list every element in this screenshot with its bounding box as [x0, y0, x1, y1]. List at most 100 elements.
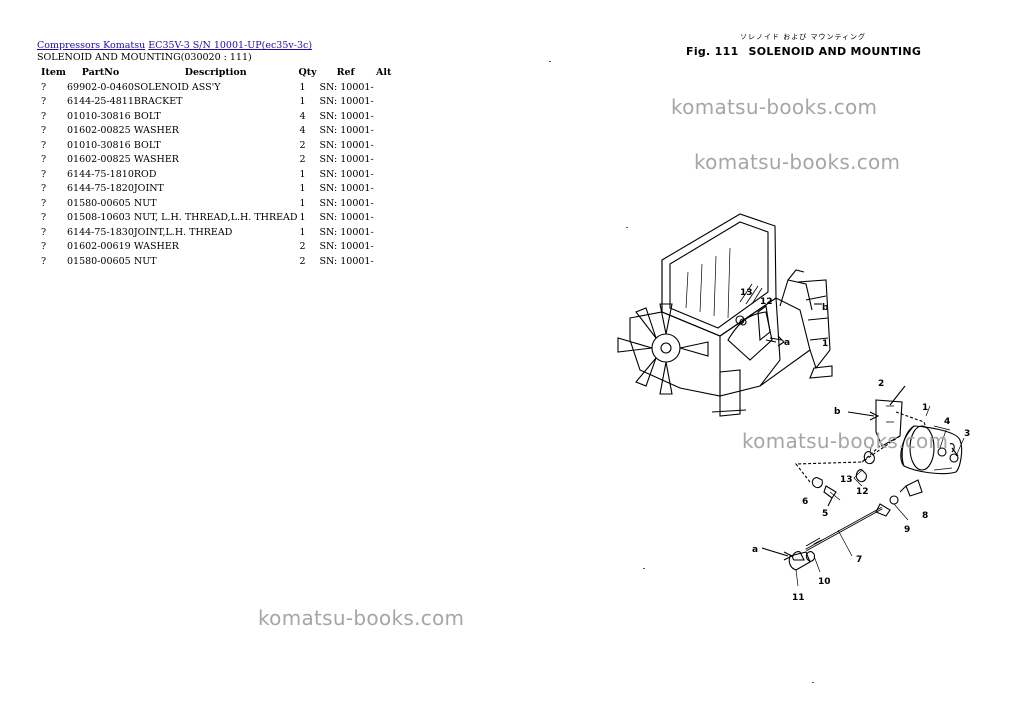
- cell-qty: 2: [299, 154, 306, 165]
- cell-alt: [374, 153, 394, 168]
- cell-qty: 1: [299, 96, 306, 107]
- cell-ref: SN: 10001-: [319, 212, 374, 223]
- cell-alt: [374, 211, 394, 226]
- callout-6: 6: [802, 497, 808, 507]
- cell-partno: 01010-30816: [67, 139, 131, 151]
- callout-8: 8: [922, 511, 928, 521]
- breadcrumb-link-model[interactable]: EC35V-3 S/N 10001-UP(ec35v-3c): [148, 40, 313, 51]
- cell-partno: 01602-00825: [67, 154, 131, 165]
- watermark-diagram: komatsu-books.com: [742, 429, 949, 453]
- callout-1: 1: [922, 403, 928, 413]
- cell-partno: 6144-75-1810: [67, 168, 134, 180]
- cell-partno: 6144-25-4811: [67, 96, 134, 107]
- cell-qty: 2: [299, 241, 306, 252]
- cell-partno: 6144-75-1820: [67, 183, 134, 194]
- cell-description: WASHER: [133, 125, 179, 136]
- cell-ref: SN: 10001-: [319, 226, 374, 238]
- col-header-description: Description: [184, 67, 247, 78]
- figure-number: Fig. 111: [686, 45, 739, 58]
- cell-ref: SN: 10001-: [319, 125, 374, 136]
- scan-speck: [812, 682, 814, 683]
- engine-illustration: [617, 213, 833, 417]
- cell-item: ?: [41, 255, 47, 267]
- cell-ref: SN: 10001-: [319, 197, 374, 209]
- cell-ref: SN: 10001-: [319, 110, 374, 122]
- callout-3: 3: [964, 429, 970, 439]
- cell-description: BOLT: [133, 139, 161, 151]
- cell-item: ?: [41, 197, 47, 209]
- callout-4: 4: [944, 417, 950, 427]
- cell-qty: 4: [299, 110, 306, 122]
- cell-qty: 1: [299, 226, 306, 238]
- cell-partno: 6144-75-1830: [67, 226, 134, 238]
- callout-a-engine: a: [784, 338, 790, 348]
- cell-item: ?: [41, 212, 47, 223]
- callout-9: 9: [904, 525, 910, 535]
- table-header-row: Item PartNo Description Qty Ref Alt: [37, 66, 394, 81]
- watermark-bottom: komatsu-books.com: [258, 606, 465, 630]
- callout-12: 12: [856, 487, 869, 497]
- cell-alt: [374, 182, 394, 197]
- scan-speck: [643, 568, 645, 569]
- callout-10: 10: [818, 577, 831, 587]
- cell-alt: [374, 81, 394, 96]
- col-header-alt: Alt: [376, 67, 392, 78]
- cell-partno: 01602-00825: [67, 125, 131, 136]
- cell-description: SOLENOID ASS'Y: [133, 81, 221, 93]
- solenoid-mounting-diagram: 13 12 a b 1: [617, 213, 970, 603]
- callout-12-engine: 12: [760, 297, 773, 307]
- cell-alt: [374, 226, 394, 241]
- callout-a: a: [752, 545, 758, 555]
- cell-description: WASHER: [133, 241, 179, 252]
- cell-qty: 4: [299, 125, 306, 136]
- cell-ref: SN: 10001-: [319, 81, 374, 93]
- cell-item: ?: [41, 183, 47, 194]
- cell-partno: 01602-00619: [67, 241, 131, 252]
- cell-description: WASHER: [133, 154, 179, 165]
- cell-alt: [374, 110, 394, 125]
- cell-description: ROD: [133, 168, 157, 180]
- callout-2: 2: [878, 379, 884, 389]
- cell-qty: 1: [299, 212, 306, 223]
- figure-name: SOLENOID AND MOUNTING: [748, 45, 922, 58]
- figure-title: Fig. 111 SOLENOID AND MOUNTING: [686, 45, 921, 58]
- cell-item: ?: [41, 168, 47, 180]
- cell-item: ?: [41, 110, 47, 122]
- cell-description: BOLT: [133, 110, 161, 122]
- cell-description: BRACKET: [133, 96, 183, 107]
- cell-alt: [374, 197, 394, 212]
- cell-qty: 1: [299, 197, 306, 209]
- scan-speck: [549, 61, 551, 62]
- cell-item: ?: [41, 226, 47, 238]
- cell-qty: 2: [299, 255, 306, 267]
- cell-alt: [374, 240, 394, 255]
- scan-speck: [626, 227, 628, 228]
- cell-item: ?: [41, 81, 47, 93]
- cell-qty: 1: [299, 168, 306, 180]
- callout-13: 13: [840, 475, 853, 485]
- breadcrumb-link-category[interactable]: Compressors Komatsu: [37, 40, 146, 51]
- cell-alt: [374, 124, 394, 139]
- cell-ref: SN: 10001-: [319, 183, 374, 194]
- cell-qty: 1: [299, 183, 306, 194]
- callout-13-engine: 13: [740, 288, 753, 298]
- parts-table: Item PartNo Description Qty Ref Alt ?699…: [37, 66, 394, 269]
- cell-alt: [374, 139, 394, 154]
- callout-b: b: [834, 407, 841, 417]
- cell-item: ?: [41, 125, 47, 136]
- cell-qty: 2: [299, 139, 306, 151]
- exploded-parts: [761, 385, 965, 587]
- col-header-qty: Qty: [298, 67, 317, 78]
- cell-alt: [374, 95, 394, 110]
